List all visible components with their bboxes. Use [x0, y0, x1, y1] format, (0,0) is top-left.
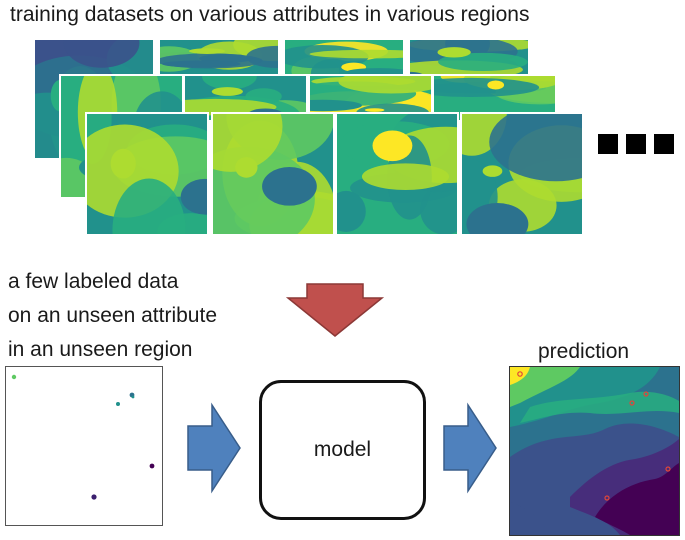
few-labeled-line-2: on an unseen attribute: [8, 304, 217, 327]
ellipsis-dot: [598, 134, 618, 154]
training-dataset-tile: [335, 112, 459, 236]
ellipsis-dot: [626, 134, 646, 154]
training-dataset-tile: [85, 112, 209, 236]
model-box: model: [259, 380, 426, 520]
sparse-labeled-data-panel: [5, 366, 163, 526]
training-dataset-tile: [211, 112, 335, 236]
training-dataset-tile: [408, 38, 530, 80]
training-dataset-tile: [158, 38, 280, 80]
training-dataset-tile: [283, 38, 405, 80]
prediction-label: prediction: [538, 340, 630, 363]
right-arrow-icon: [443, 402, 497, 494]
few-labeled-line-3: in an unseen region: [8, 338, 193, 361]
training-dataset-tile: [460, 112, 584, 236]
prediction-map: [509, 366, 680, 536]
right-arrow-icon: [187, 402, 241, 494]
few-labeled-line-1: a few labeled data: [8, 270, 179, 293]
diagram-title: training datasets on various attributes …: [10, 3, 530, 26]
model-label: model: [313, 438, 372, 461]
ellipsis-dot: [654, 134, 674, 154]
down-arrow-icon: [285, 283, 385, 337]
